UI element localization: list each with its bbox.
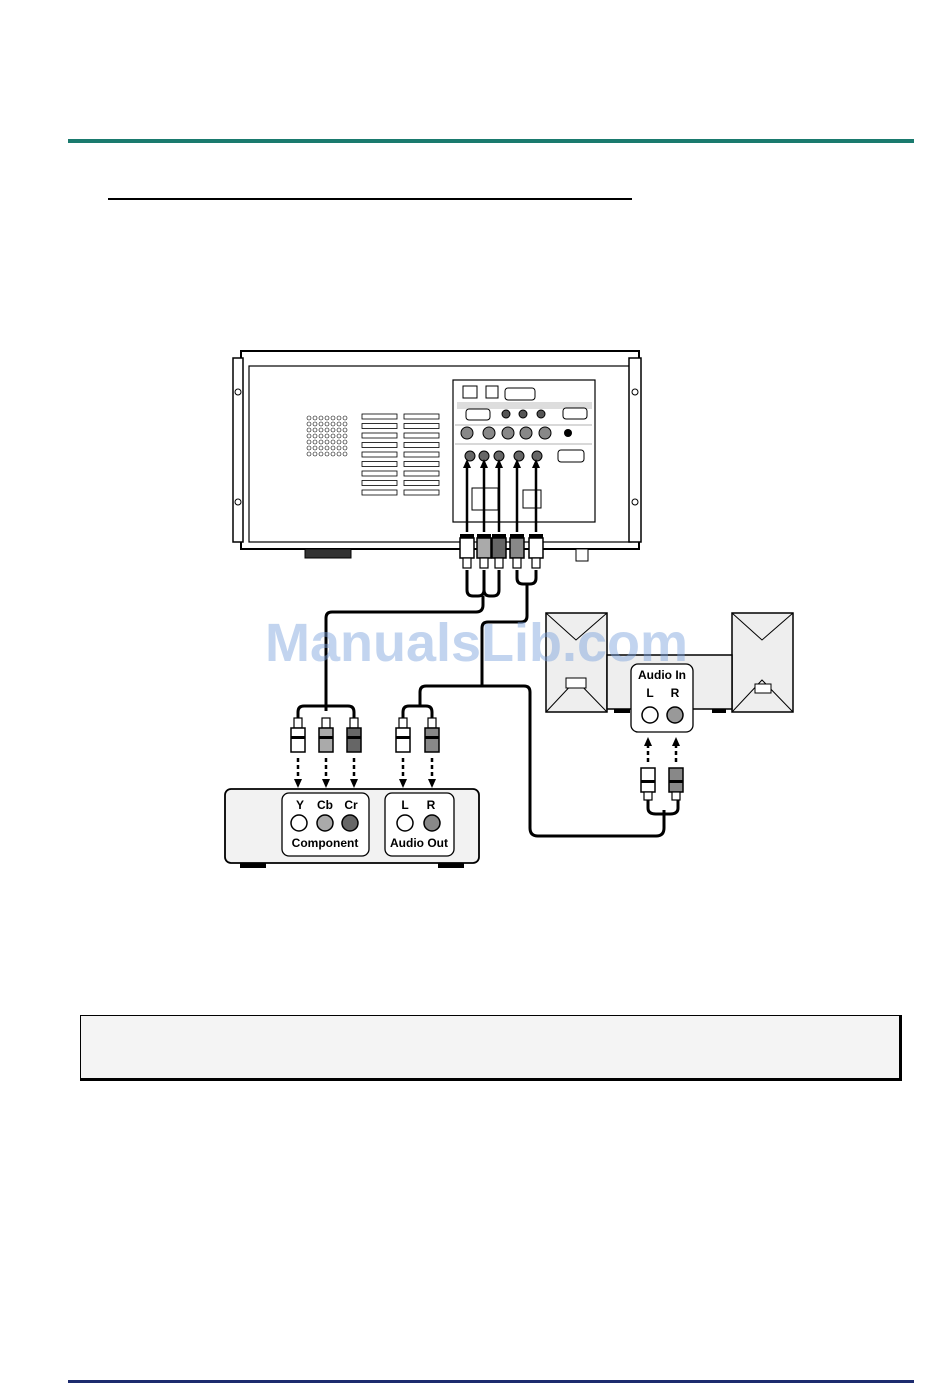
rca-plug	[529, 538, 543, 558]
component-plugs	[291, 718, 439, 788]
rca-plug	[319, 728, 333, 752]
audio-out-caption: Audio Out	[390, 836, 448, 850]
note-box	[80, 1015, 902, 1081]
footer-rule	[68, 1380, 914, 1383]
component-y-label: Y	[296, 798, 304, 812]
rca-plug	[396, 728, 410, 752]
speaker-plugs	[641, 737, 683, 800]
rca-plug	[477, 538, 491, 558]
rca-plug	[425, 728, 439, 752]
rca-plug	[347, 728, 361, 752]
rca-plug	[492, 538, 506, 558]
projector-rear-panel	[233, 351, 641, 561]
audio-in-right-label: R	[671, 686, 680, 700]
audio-out-right-label: R	[427, 798, 436, 812]
component-caption: Component	[292, 836, 359, 850]
component-cr-label: Cr	[344, 798, 358, 812]
audio-out-left-label: L	[401, 798, 408, 812]
watermark: ManualsLib.com	[265, 612, 688, 674]
rca-plug	[460, 538, 474, 558]
component-cb-label: Cb	[317, 798, 333, 812]
projector-io-panel	[453, 380, 595, 522]
rca-plug	[291, 728, 305, 752]
audio-in-left-label: L	[646, 686, 653, 700]
projector-plugs	[460, 534, 543, 568]
rca-plug	[510, 538, 524, 558]
